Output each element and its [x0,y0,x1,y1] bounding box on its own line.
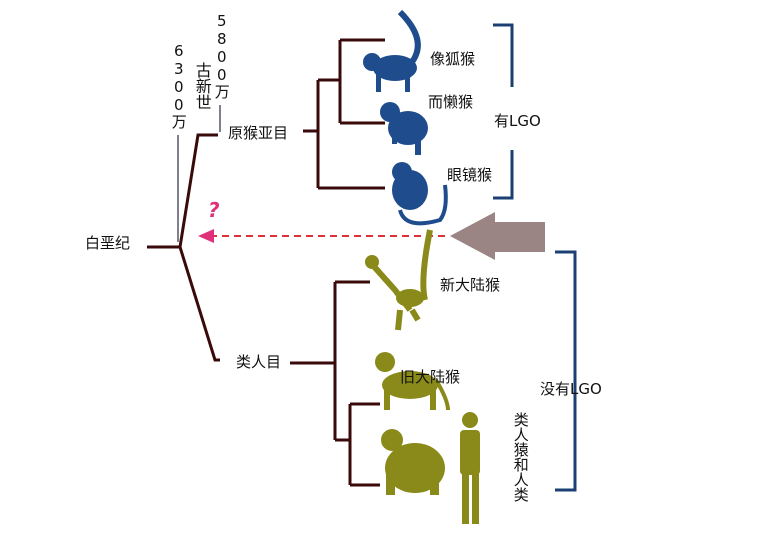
taxon-tarsier: 眼镜猴 [447,166,493,184]
new-world-monkey-icon [365,229,433,331]
taxon-lemur: 像狐猴 [430,50,476,68]
has-lgo-label: 有LGO [494,112,541,130]
taxon-old-world-monkey: 旧大陆猴 [400,368,461,386]
gray-arrow-icon [450,212,545,260]
lemur-icon [363,9,421,92]
paleocene-label: 古新世 [192,62,212,110]
anthropoidea-label: 类人目 [236,353,282,371]
lgo-brackets [493,23,577,492]
no-lgo-label: 没有LGO [540,380,602,398]
gorilla-icon [381,429,445,495]
taxon-new-world-monkey: 新大陆猴 [440,276,501,294]
arrowhead-icon [198,229,214,243]
time-58-label: 5800万 [212,12,231,99]
loris-icon [380,102,428,155]
prosimian-silhouettes [363,9,448,226]
prosimii-label: 原猴亚目 [228,124,289,142]
old-world-monkey-icon [375,352,450,411]
question-mark: ? [208,198,220,222]
time-63-label: 6300万 [169,42,188,129]
cretaceous-label: 白垩纪 [85,234,131,252]
tree-branches [147,38,385,487]
tarsier-icon [392,162,448,226]
time-lines [177,105,221,242]
anthropoid-silhouettes [365,229,480,524]
human-icon [460,412,480,524]
taxon-loris: 而懒猴 [428,93,474,111]
taxon-apes-humans: 类人猿和人类 [511,412,530,502]
